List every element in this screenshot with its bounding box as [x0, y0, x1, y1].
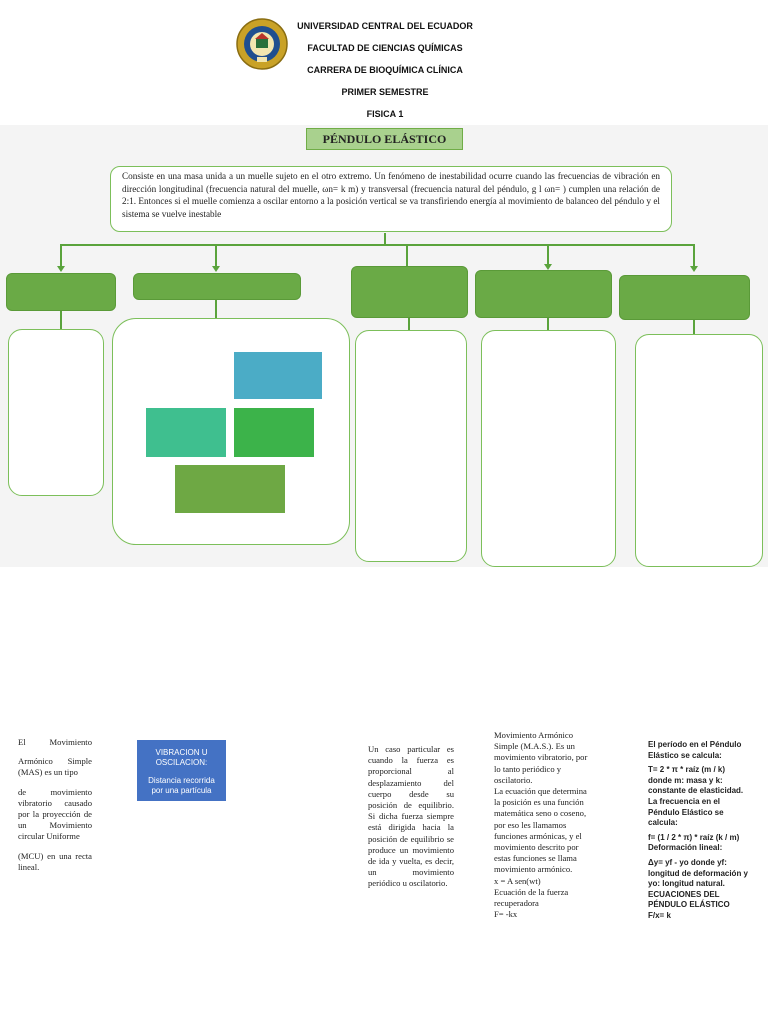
tile-green — [234, 408, 314, 457]
col5-l7: Δy= yf - yo donde yf: longitud de deform… — [648, 857, 749, 889]
col5-text: El período en el Péndulo Elástico se cal… — [648, 740, 752, 922]
col4-p3: x = A sen(wt) — [494, 875, 541, 886]
connector-sub-3 — [408, 318, 410, 330]
branch-box-3 — [351, 266, 468, 318]
connector-drop-5 — [693, 244, 695, 268]
col1-text: El Movimiento Armónico Simple (MAS) es u… — [18, 737, 92, 873]
connector-drop-1 — [60, 244, 62, 266]
content-box-3 — [355, 330, 467, 562]
branch-box-4 — [475, 270, 612, 318]
tile-cyan — [234, 352, 322, 399]
vibration-box: VIBRACION U OSCILACION: Distancia recorr… — [137, 740, 226, 801]
col4-p1: Movimiento Armónico Simple (M.A.S.). Es … — [494, 730, 588, 785]
header-faculty: FACULTAD DE CIENCIAS QUÍMICAS — [307, 43, 463, 53]
arrow-head-2 — [212, 266, 220, 272]
branch-box-1 — [6, 273, 116, 311]
content-box-4 — [481, 330, 616, 567]
connector-sub-2 — [215, 300, 217, 318]
header-semester: PRIMER SEMESTRE — [341, 87, 429, 97]
col5-l6: Deformación lineal: — [648, 843, 723, 853]
col5-l5: f= (1 / 2 * π) * raíz (k / m) — [648, 832, 740, 842]
col1-p2: Armónico Simple (MAS) es un tipo — [18, 756, 92, 778]
col4-p2: La ecuación que determina la posición es… — [494, 786, 587, 875]
col5-l4: La frecuencia en el Péndulo Elástico se … — [648, 796, 724, 828]
branch-box-5 — [619, 275, 750, 320]
col3-text: Un caso particular es cuando la fuerza e… — [368, 744, 454, 890]
arrow-head-4 — [544, 264, 552, 270]
col5-l8: ECUACIONES DEL PÉNDULO ELÁSTICO — [648, 889, 730, 910]
col1-p1: El Movimiento — [18, 737, 92, 747]
vib-line4: por una partícula — [151, 786, 212, 795]
col5-l2: T= 2 * π * raíz (m / k) — [648, 765, 726, 775]
vib-line2: OSCILACION: — [155, 758, 208, 767]
col5-l9: F/x= k — [648, 910, 671, 920]
connector-sub-5 — [693, 320, 695, 334]
tile-teal — [146, 408, 226, 457]
diagram-title: PÉNDULO ELÁSTICO — [306, 128, 463, 150]
vib-line1: VIBRACION U — [155, 748, 208, 757]
connector-sub-1 — [60, 311, 62, 329]
connector-drop-2 — [215, 244, 217, 266]
connector-horizontal — [60, 244, 695, 246]
tile-olive — [175, 465, 285, 513]
branch-box-2 — [133, 273, 301, 300]
connector-trunk — [384, 233, 386, 245]
content-box-1 — [8, 329, 104, 496]
university-seal-logo — [236, 18, 288, 70]
definition-box: Consiste en una masa unida a un muelle s… — [110, 166, 672, 232]
header-university: UNIVERSIDAD CENTRAL DEL ECUADOR — [297, 21, 473, 31]
col4-p5: F= -kx — [494, 909, 518, 920]
col4-p4: Ecuación de la fuerza recuperadora — [494, 886, 569, 909]
connector-drop-4 — [547, 244, 549, 266]
col1-p4: (MCU) en una recta lineal. — [18, 850, 92, 872]
content-box-5 — [635, 334, 763, 567]
vib-line3: Distancia recorrida — [148, 776, 215, 785]
connector-drop-3 — [406, 244, 408, 266]
header-subject: FISICA 1 — [366, 109, 404, 119]
arrow-head-5 — [690, 266, 698, 272]
header-career: CARRERA DE BIOQUÍMICA CLÍNICA — [307, 65, 463, 75]
connector-sub-4 — [547, 318, 549, 330]
col3-p1: Un caso particular es cuando la fuerza e… — [368, 744, 454, 889]
definition-text: Consiste en una masa unida a un muelle s… — [122, 171, 660, 219]
col1-p3: de movimiento vibratorio causado por la … — [18, 786, 92, 842]
col4-text: Movimiento Armónico Simple (M.A.S.). Es … — [494, 730, 588, 920]
col5-l3: donde m: masa y k: constante de elastici… — [648, 775, 744, 796]
col5-l1: El período en el Péndulo Elástico se cal… — [648, 740, 742, 760]
arrow-head-1 — [57, 266, 65, 272]
